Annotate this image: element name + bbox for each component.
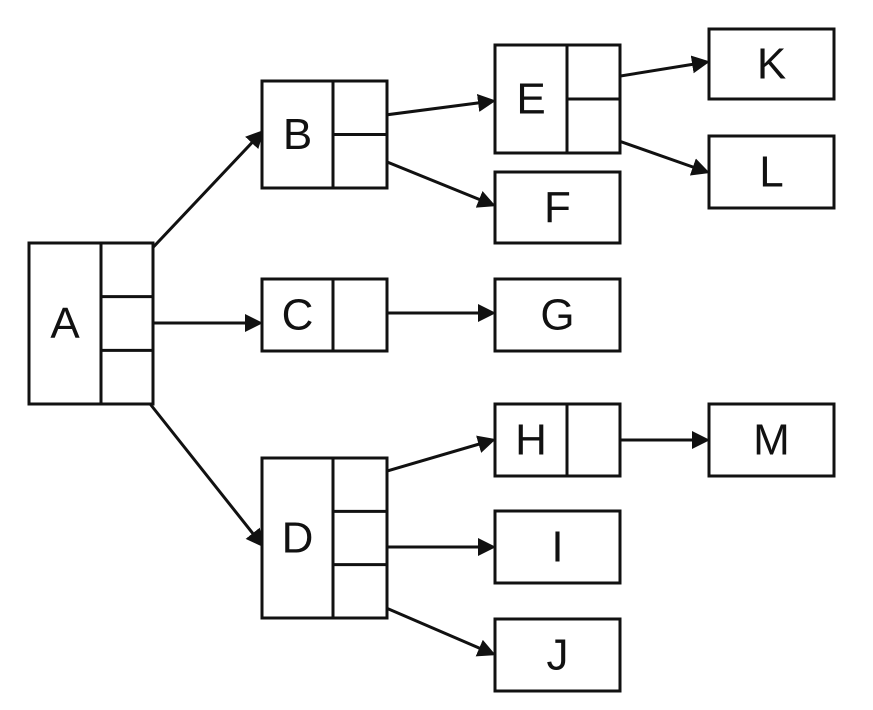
nodes-layer: A B C D E F G H I J K L M (27, 27, 836, 693)
node-h: H (493, 402, 622, 478)
node-l: L (707, 134, 836, 210)
node-f: F (493, 170, 622, 245)
node-a: A (27, 241, 155, 406)
node-e: E (493, 43, 622, 155)
edge-b-to-e (369, 94, 496, 119)
node-label: F (544, 183, 571, 232)
node-label: A (50, 299, 80, 348)
node-label: M (753, 416, 790, 465)
edge-d-to-h (369, 435, 496, 478)
edge-b-to-f (369, 153, 496, 208)
edge-d-to-j (369, 599, 496, 657)
node-m: M (707, 402, 836, 478)
node-k: K (707, 27, 836, 101)
node-box (493, 402, 622, 478)
node-c: C (260, 277, 389, 353)
node-b: B (260, 79, 389, 190)
node-box (493, 170, 622, 245)
node-box (707, 27, 836, 101)
node-box (707, 134, 836, 210)
node-g: G (493, 277, 622, 353)
node-box (493, 277, 622, 353)
node-label: E (516, 75, 545, 124)
node-j: J (493, 617, 622, 693)
node-d: D (260, 456, 389, 620)
node-box (493, 509, 622, 585)
node-label: D (282, 514, 314, 563)
node-label: C (282, 291, 314, 340)
node-label: K (757, 40, 786, 89)
node-box (707, 402, 836, 478)
node-label: H (515, 416, 547, 465)
node-box (27, 241, 155, 406)
node-i: I (493, 509, 622, 585)
node-box (260, 277, 389, 353)
node-box (493, 617, 622, 693)
edge-a-to-d (141, 394, 264, 548)
node-label: G (540, 291, 574, 340)
node-label: B (283, 110, 312, 159)
node-label: I (551, 523, 563, 572)
node-label: J (547, 631, 569, 680)
node-label: L (759, 148, 783, 197)
node-box (260, 456, 389, 620)
edge-a-to-b (141, 129, 265, 260)
